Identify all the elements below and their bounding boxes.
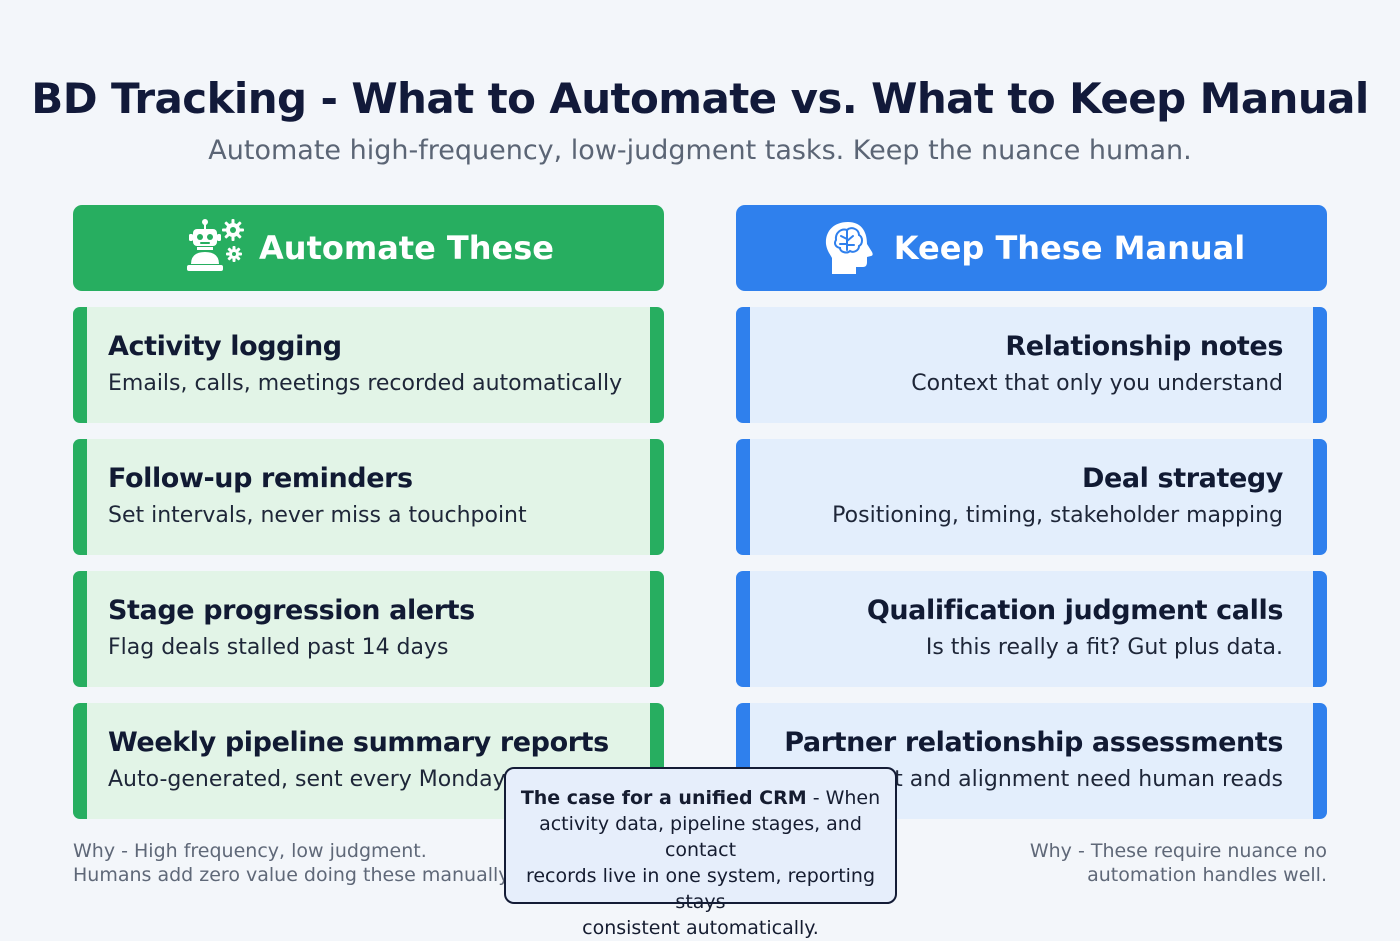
why-line: Why - High frequency, low judgment.: [73, 840, 427, 862]
item-title: Partner relationship assessments: [784, 727, 1283, 758]
item-description: Trust and alignment need human reads: [849, 767, 1283, 792]
callout-line-2: activity data, pipeline stages, and cont…: [539, 813, 862, 861]
automate-item-follow-up-reminders: Follow-up reminders Set intervals, never…: [73, 439, 664, 555]
item-description: Is this really a fit? Gut plus data.: [925, 635, 1283, 660]
item-description: Auto-generated, sent every Monday: [108, 767, 506, 792]
brain-head-icon: [818, 216, 882, 280]
manual-item-deal-strategy: Deal strategy Positioning, timing, stake…: [736, 439, 1327, 555]
automate-item-stage-progression-alerts: Stage progression alerts Flag deals stal…: [73, 571, 664, 687]
why-line: Why - These require nuance no: [1029, 840, 1327, 862]
manual-header-label: Keep These Manual: [893, 229, 1246, 267]
item-title: Qualification judgment calls: [866, 595, 1284, 626]
automate-header: Automate These: [73, 205, 664, 291]
manual-item-relationship-notes: Relationship notes Context that only you…: [736, 307, 1327, 423]
item-title: Deal strategy: [1081, 463, 1283, 494]
manual-header: Keep These Manual: [736, 205, 1327, 291]
page-title: BD Tracking - What to Automate vs. What …: [31, 74, 1369, 123]
callout-line-3: records live in one system, reporting st…: [525, 865, 876, 913]
automate-header-label: Automate These: [259, 229, 554, 267]
robot-gears-icon: [183, 216, 247, 280]
item-description: Emails, calls, meetings recorded automat…: [108, 371, 623, 396]
page-subtitle: Automate high-frequency, low-judgment ta…: [208, 135, 1192, 166]
callout-text: - When: [806, 787, 881, 809]
item-title: Follow-up reminders: [108, 463, 413, 494]
why-line: automation handles well.: [1087, 864, 1327, 886]
item-title: Activity logging: [108, 331, 342, 362]
item-title: Stage progression alerts: [108, 595, 475, 626]
item-description: Positioning, timing, stakeholder mapping: [832, 503, 1283, 528]
callout-heading: The case for a unified CRM: [520, 787, 807, 809]
manual-why-note: Why - These require nuance no automation…: [1030, 839, 1327, 887]
automate-item-activity-logging: Activity logging Emails, calls, meetings…: [73, 307, 664, 423]
why-line: Humans add zero value doing these manual…: [73, 864, 513, 886]
unified-crm-callout: The case for a unified CRM - When activi…: [504, 767, 897, 939]
item-description: Set intervals, never miss a touchpoint: [108, 503, 527, 528]
item-title: Weekly pipeline summary reports: [108, 727, 609, 758]
callout-line-1: The case for a unified CRM - When: [518, 785, 883, 811]
manual-item-qualification-judgment: Qualification judgment calls Is this rea…: [736, 571, 1327, 687]
automate-why-note: Why - High frequency, low judgment. Huma…: [73, 839, 513, 887]
callout-line-4: consistent automatically.: [582, 917, 819, 939]
item-title: Relationship notes: [1005, 331, 1283, 362]
item-description: Flag deals stalled past 14 days: [108, 635, 449, 660]
item-description: Context that only you understand: [911, 371, 1283, 396]
